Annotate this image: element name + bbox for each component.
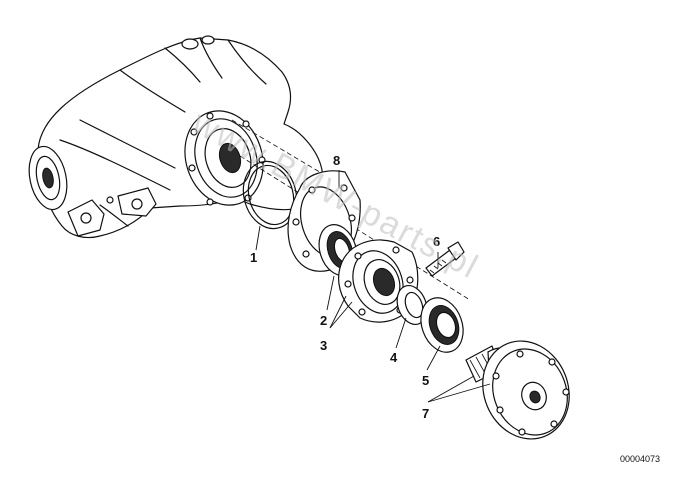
part-shaft-seal — [420, 297, 464, 353]
callout-6: 6 — [433, 234, 440, 249]
callout-4: 4 — [390, 350, 398, 365]
part-spacer-ring — [396, 285, 428, 325]
callout-3: 3 — [320, 338, 327, 353]
callout-5: 5 — [422, 373, 429, 388]
callout-1: 1 — [250, 250, 257, 265]
callout-7: 7 — [422, 406, 429, 421]
part-output-flange — [465, 340, 570, 440]
diagram-reference-code: 00004073 — [620, 454, 660, 464]
differential-housing — [28, 35, 323, 239]
leader-lines — [255, 170, 491, 403]
part-o-ring — [242, 160, 298, 230]
callout-8: 8 — [333, 153, 340, 168]
part-bolt — [425, 241, 465, 277]
callout-2: 2 — [320, 313, 327, 328]
